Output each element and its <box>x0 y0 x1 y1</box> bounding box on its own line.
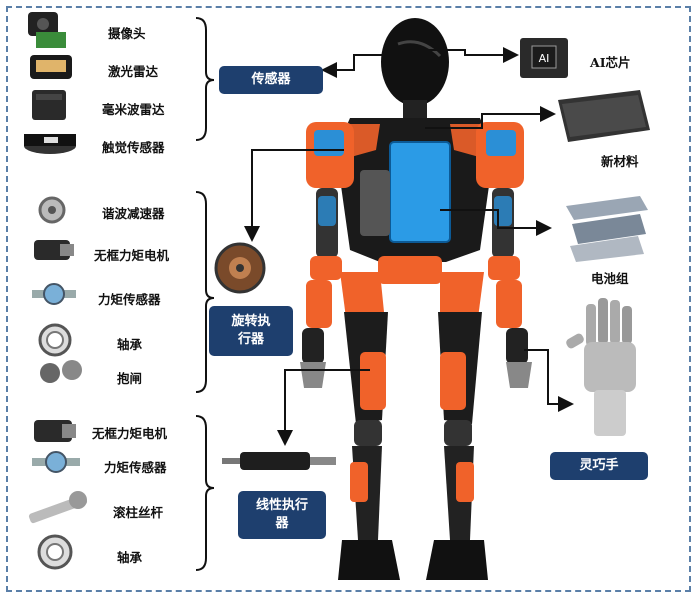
hand-connector <box>524 349 574 412</box>
sensor-connector <box>321 54 404 78</box>
linear-actuator-box: 线性执行 器 <box>238 491 326 539</box>
bearing-icon <box>38 323 72 357</box>
brake-icon <box>40 360 82 383</box>
torque-sensor-icon <box>32 283 76 305</box>
rotary-item-bearing: 轴承 <box>117 337 143 352</box>
sensor-bracket <box>195 17 215 141</box>
sensor-group-title: 传感器 <box>251 71 291 87</box>
rotary-actuator-title-line2: 行器 <box>237 332 264 347</box>
bearing-icon-2 <box>37 534 73 570</box>
robot-head <box>381 18 449 106</box>
rotary-bracket <box>195 191 215 393</box>
lidar-icon <box>30 55 72 79</box>
linear-actuator-title-line2: 器 <box>275 516 289 531</box>
battery-connector <box>440 209 552 236</box>
rotary-actuator-box: 旋转执 行器 <box>209 306 293 356</box>
roller-screw-icon <box>28 491 88 524</box>
new-material-icon <box>558 90 650 142</box>
sensor-item-lidar: 激光雷达 <box>108 64 159 79</box>
linear-item-roller-screw: 滚柱丝杆 <box>113 505 164 520</box>
battery-pack <box>389 141 451 243</box>
frameless-motor-icon <box>34 240 74 260</box>
sensor-item-camera: 摄像头 <box>108 26 146 41</box>
ai-chip-icon-text: AI <box>539 52 550 65</box>
dexterous-hand-icon <box>566 298 636 436</box>
linear-actuator-icon <box>222 452 336 470</box>
linear-item-frameless-motor: 无框力矩电机 <box>92 426 168 441</box>
dashed-frame <box>6 6 691 592</box>
ai-chip-connector <box>424 47 519 63</box>
battery-pack-icon <box>566 196 648 262</box>
sensor-group-box: 传感器 <box>219 66 323 94</box>
frameless-motor-icon-2 <box>34 420 76 442</box>
battery-pack-label: 电池组 <box>591 271 629 286</box>
rotary-connector <box>244 149 344 242</box>
harmonic-reducer-icon <box>38 196 66 224</box>
sensor-item-tactile: 触觉传感器 <box>102 140 165 155</box>
camera-icon <box>28 12 66 48</box>
rotary-item-frameless-motor: 无框力矩电机 <box>94 248 170 263</box>
linear-actuator-title-line1: 线性执行 <box>255 497 308 513</box>
ai-chip-label: AI芯片 <box>590 55 631 70</box>
new-material-label: 新材料 <box>601 154 639 169</box>
material-connector <box>425 106 556 129</box>
rotary-actuator-icon <box>214 242 266 294</box>
rotary-actuator-title-line1: 旋转执 <box>231 313 271 329</box>
torque-sensor-icon-2 <box>32 451 80 473</box>
linear-bracket <box>195 415 215 571</box>
robot-body <box>300 18 532 580</box>
ai-chip-icon: AI <box>520 38 568 78</box>
tactile-sensor-icon <box>24 134 76 154</box>
dexterous-hand-box: 灵巧手 <box>550 452 648 480</box>
rotary-item-torque-sensor: 力矩传感器 <box>98 292 161 307</box>
linear-item-torque-sensor: 力矩传感器 <box>104 460 167 475</box>
sensor-item-mmwave-radar: 毫米波雷达 <box>102 102 165 117</box>
rotary-item-harmonic-reducer: 谐波减速器 <box>102 206 165 221</box>
mmwave-radar-icon <box>32 90 66 120</box>
linear-connector <box>277 369 370 446</box>
rotary-item-brake: 抱闸 <box>117 371 143 386</box>
linear-item-bearing: 轴承 <box>117 550 143 565</box>
dexterous-hand-title: 灵巧手 <box>579 457 619 473</box>
